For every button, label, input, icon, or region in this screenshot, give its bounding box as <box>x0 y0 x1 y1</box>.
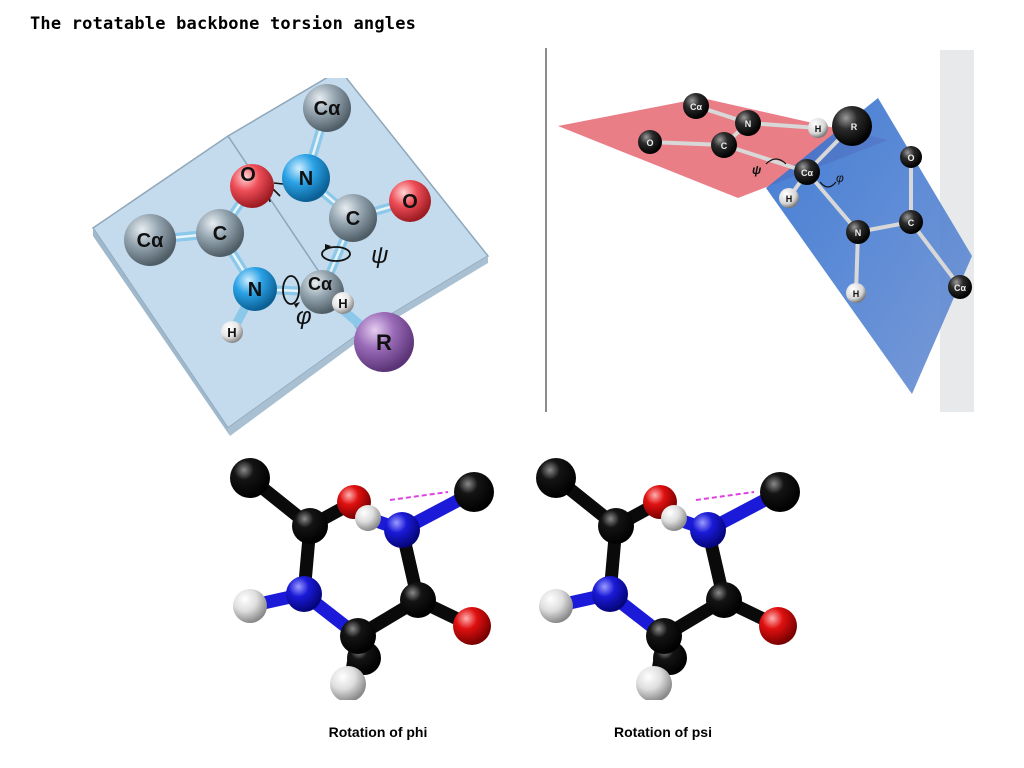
psi-label: ψ <box>371 242 388 269</box>
svg-text:Cα: Cα <box>137 230 164 252</box>
atom-r-group: R <box>354 312 414 372</box>
phi-rotation-arrow <box>282 275 300 308</box>
hydrogen-atom <box>355 505 381 531</box>
atom-o-left: O <box>230 164 274 208</box>
atom-c2: C <box>899 210 923 234</box>
atom-ca-center: Cα <box>794 159 820 185</box>
svg-text:H: H <box>338 296 347 311</box>
svg-text:R: R <box>376 330 392 355</box>
atom-o-right: O <box>389 180 431 222</box>
svg-text:C: C <box>908 218 915 228</box>
svg-text:Cα: Cα <box>801 168 813 178</box>
hydrogen-atom <box>539 589 573 623</box>
carbon-atom <box>454 472 494 512</box>
oxygen-atom <box>453 607 491 645</box>
svg-text:H: H <box>853 289 860 299</box>
svg-text:O: O <box>907 153 914 163</box>
psi-label: ψ <box>752 163 762 177</box>
carbon-atom <box>536 458 576 498</box>
hydrogen-atom <box>330 666 366 700</box>
carbon-atom <box>646 618 682 654</box>
svg-text:N: N <box>299 168 313 190</box>
svg-text:O: O <box>646 138 653 148</box>
carbon-atom <box>292 508 328 544</box>
atom-ca2: Cα <box>948 275 972 299</box>
hydrogen-atom <box>661 505 687 531</box>
ball-stick-model-phi <box>230 458 494 700</box>
hydrogen-bond <box>695 491 755 501</box>
caption-rotation-psi: Rotation of psi <box>614 724 712 740</box>
atom-o2: O <box>900 146 922 168</box>
atom-n-top: N <box>282 154 330 202</box>
svg-text:Cα: Cα <box>314 98 341 120</box>
svg-text:N: N <box>248 279 262 301</box>
carbon-atom <box>340 618 376 654</box>
atom-c1: C <box>711 132 737 158</box>
slide-title: The rotatable backbone torsion angles <box>30 14 417 34</box>
phi-label: φ <box>836 171 844 185</box>
nitrogen-atom <box>592 576 628 612</box>
peptide-plane-diagram: Cα N O C Cα C O N H Cα H R ψ <box>91 78 490 436</box>
carbon-atom <box>400 582 436 618</box>
carbon-atom <box>706 582 742 618</box>
caption-rotation-phi: Rotation of phi <box>328 724 428 740</box>
atom-h-center: H <box>332 292 354 314</box>
phi-label: φ <box>296 303 312 330</box>
atom-c-left: C <box>196 209 244 257</box>
svg-text:O: O <box>402 191 418 213</box>
svg-text:Cα: Cα <box>308 274 332 294</box>
carbon-atom <box>598 508 634 544</box>
ball-stick-model-psi <box>536 458 800 700</box>
svg-text:C: C <box>346 208 360 230</box>
atom-n2: N <box>846 220 870 244</box>
nitrogen-atom <box>286 576 322 612</box>
svg-text:H: H <box>786 194 793 204</box>
atom-ca1: Cα <box>683 93 709 119</box>
carbon-atom <box>760 472 800 512</box>
svg-text:N: N <box>855 228 862 238</box>
atom-h2: H <box>779 188 799 208</box>
atom-h3: H <box>846 283 866 303</box>
atom-o1: O <box>638 130 662 154</box>
nitrogen-atom <box>690 512 726 548</box>
atom-ca-top: Cα <box>303 84 351 132</box>
rotation-arrows <box>765 158 837 188</box>
atom-c-right: C <box>329 194 377 242</box>
atom-n1: N <box>735 110 761 136</box>
svg-text:H: H <box>815 124 822 134</box>
psi-rotation-arrow <box>321 244 351 262</box>
nitrogen-atom <box>384 512 420 548</box>
svg-text:C: C <box>721 141 728 151</box>
svg-text:R: R <box>851 122 858 132</box>
svg-text:Cα: Cα <box>954 283 966 293</box>
hydrogen-bond <box>389 491 449 501</box>
atom-r: R <box>832 106 872 146</box>
svg-text:N: N <box>745 119 752 129</box>
atom-h-bottom: H <box>221 321 243 343</box>
carbon-atom <box>230 458 270 498</box>
svg-text:Cα: Cα <box>690 102 702 112</box>
svg-text:H: H <box>227 325 236 340</box>
hydrogen-atom <box>233 589 267 623</box>
atom-n-bottom: N <box>233 267 277 311</box>
atom-ca-left: Cα <box>124 214 176 266</box>
amide-plane-left <box>91 134 362 436</box>
hydrogen-atom <box>636 666 672 700</box>
svg-text:O: O <box>240 164 256 186</box>
atom-h1: H <box>808 118 828 138</box>
svg-text:C: C <box>213 223 227 245</box>
oxygen-atom <box>759 607 797 645</box>
dihedral-planes-diagram: Cα N H O C R Cα H ψ φ O N C H Cα <box>545 48 974 412</box>
